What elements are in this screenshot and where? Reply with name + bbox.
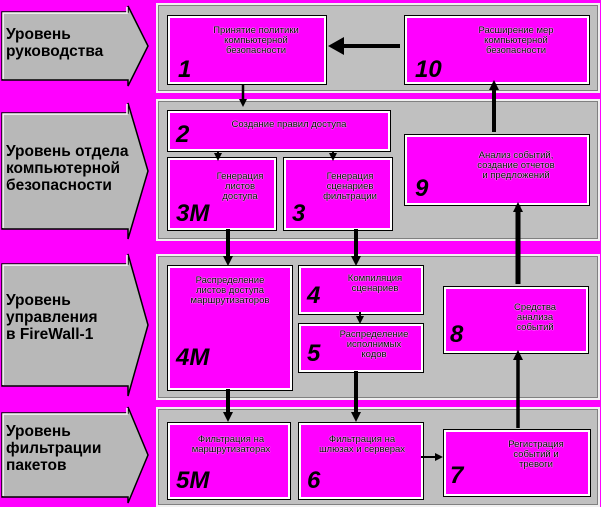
box-6-text: Фильтрация на шлюзах и серверах bbox=[318, 434, 406, 455]
box-9-text: Анализ событий, создание отчетов и предл… bbox=[477, 150, 555, 181]
box-2-number: 2 bbox=[176, 121, 190, 148]
box-2-create-access-rules: Создание правил доступа 2 bbox=[168, 111, 390, 151]
box-7-number: 7 bbox=[450, 462, 464, 489]
box-8-number: 8 bbox=[450, 321, 464, 348]
box-4m-distribute-router-lists: Распределение листов доступа маршрутизат… bbox=[168, 266, 292, 390]
box-3-number: 3 bbox=[292, 200, 306, 227]
level-label-firewall: Уровень управления в FireWall-1 bbox=[6, 292, 98, 343]
level-arrow-security-dept: Уровень отдела компьютерной безопасности bbox=[0, 101, 150, 241]
box-5m-number: 5М bbox=[176, 467, 210, 494]
box-1-number: 1 bbox=[178, 56, 192, 83]
level-arrow-firewall: Уровень управления в FireWall-1 bbox=[0, 252, 150, 398]
level-arrow-shape bbox=[1, 406, 149, 504]
box-10-number: 10 bbox=[415, 56, 442, 83]
arrowhead-10-to-1 bbox=[328, 37, 344, 55]
box-4-text: Компиляция сценариев bbox=[347, 273, 403, 294]
box-3m-text: Генерация листов доступа bbox=[216, 171, 264, 202]
box-5-text: Распределение исполнимых кодов bbox=[339, 329, 409, 360]
box-5m-text: Фильтрация на маршрутизаторах bbox=[191, 434, 271, 455]
box-8-text: Средства анализа событий bbox=[513, 302, 557, 333]
box-3m-generate-access-lists: Генерация листов доступа 3М bbox=[168, 158, 276, 230]
box-1-text: Принятие политики компьютерной безопасно… bbox=[213, 25, 299, 56]
box-10-extend-measures: Расширение мер компьютерной безопасности… bbox=[405, 16, 589, 84]
box-1-adopt-policy: Принятие политики компьютерной безопасно… bbox=[168, 16, 326, 84]
box-8-event-analysis-tools: Средства анализа событий 8 bbox=[444, 287, 588, 353]
box-3m-number: 3М bbox=[176, 200, 210, 227]
box-7-text: Регистрация событий и тревоги bbox=[508, 439, 564, 470]
box-5-distribute-executables: Распределение исполнимых кодов 5 bbox=[299, 324, 423, 372]
box-9-number: 9 bbox=[415, 175, 429, 202]
box-10-text: Расширение мер компьютерной безопасности bbox=[478, 25, 554, 56]
box-9-event-analysis: Анализ событий, создание отчетов и предл… bbox=[405, 135, 589, 205]
box-3-text: Генерация сценариев фильтрации bbox=[323, 171, 377, 202]
box-5m-router-filtering: Фильтрация на маршрутизаторах 5М bbox=[168, 423, 290, 499]
level-label-management: Уровень руководства bbox=[6, 26, 104, 60]
box-4m-number: 4М bbox=[176, 344, 210, 371]
level-arrow-shape bbox=[1, 102, 149, 240]
box-3-generate-filter-scripts: Генерация сценариев фильтрации 3 bbox=[284, 158, 392, 230]
box-6-number: 6 bbox=[307, 467, 321, 494]
level-arrow-management: Уровень руководства bbox=[0, 4, 150, 88]
level-label-packet-filter: Уровень фильтрации пакетов bbox=[6, 423, 102, 474]
box-4-compile-scripts: Компиляция сценариев 4 bbox=[299, 266, 423, 314]
level-arrow-shape bbox=[1, 5, 149, 87]
box-7-event-logging: Регистрация событий и тревоги 7 bbox=[444, 430, 590, 496]
box-4m-text: Распределение листов доступа маршрутизат… bbox=[190, 275, 270, 306]
level-label-security-dept: Уровень отдела компьютерной безопасности bbox=[6, 143, 129, 194]
level-arrow-shape bbox=[1, 253, 149, 397]
level-arrow-packet-filter: Уровень фильтрации пакетов bbox=[0, 405, 150, 505]
box-4-number: 4 bbox=[307, 282, 321, 309]
box-5-number: 5 bbox=[307, 340, 321, 367]
box-6-gateway-filtering: Фильтрация на шлюзах и серверах 6 bbox=[299, 423, 423, 499]
box-2-text: Создание правил доступа bbox=[231, 119, 347, 130]
